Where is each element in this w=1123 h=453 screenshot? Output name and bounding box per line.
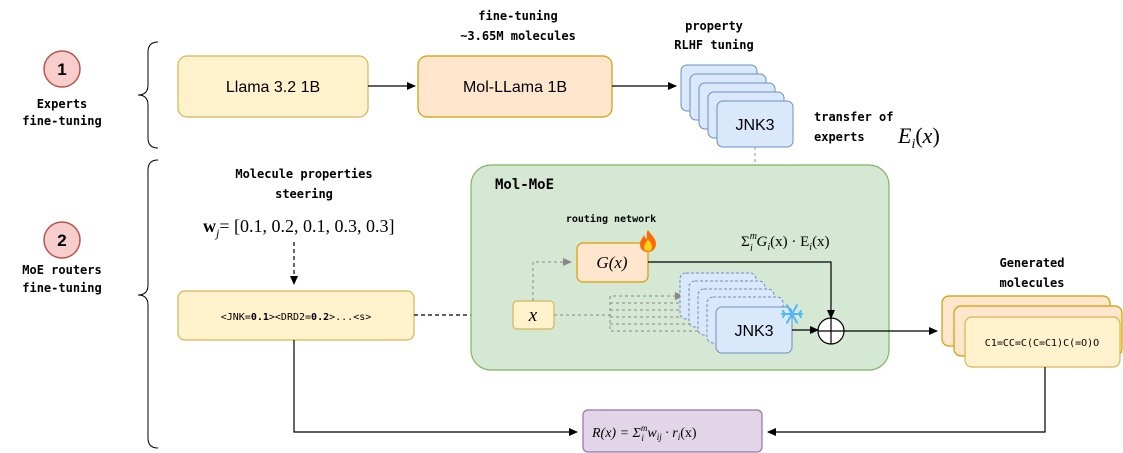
rlhf-label-line2: RLHF tuning — [674, 38, 753, 52]
stage1-badge: 1 — [43, 50, 81, 88]
arrow-x-to-gate — [532, 258, 572, 301]
reward-r-sub: i — [678, 432, 681, 442]
output-title-line2: molecules — [999, 276, 1064, 290]
prompt-part2: ><DRD2= — [269, 312, 311, 323]
prompt-box: <JNK=0.1><DRD2=0.2>...<s> — [177, 290, 415, 341]
llama-box: Llama 3.2 1B — [177, 55, 369, 118]
prompt-part3: >...<s> — [329, 312, 371, 323]
transfer-label-line1: transfer of — [814, 110, 893, 124]
stage1-brace — [137, 41, 159, 149]
steering-title-line1: Molecule properties — [235, 167, 372, 181]
mol-moe-title: Mol-MoE — [495, 177, 554, 193]
prompt-bold2: 0.2 — [311, 312, 329, 323]
finetune-label-line1: fine-tuning — [478, 9, 557, 23]
reward-sup: m — [641, 423, 648, 433]
reward-lhs: R(x) = Σ — [591, 426, 642, 441]
sum-e-sub: i — [809, 242, 812, 253]
llama-box-label: Llama 3.2 1B — [226, 79, 320, 96]
stage1-number: 1 — [57, 60, 66, 79]
expert-top-label: JNK3 — [735, 117, 774, 134]
gate-box-label: G(x) — [596, 253, 627, 272]
rlhf-label-line1: property — [685, 19, 743, 33]
sum-node — [817, 317, 845, 345]
input-x-node: x — [512, 300, 555, 330]
reward-w-sub: ij — [657, 432, 663, 442]
expert-stack-moe: JNK3 — [679, 272, 793, 354]
mol-llama-box: Mol-LLama 1B — [417, 55, 613, 118]
expert-stack-top: JNK3 — [680, 64, 794, 148]
stage1-label-line1: Experts — [37, 97, 88, 111]
finetune-label-line2: ~3.65M molecules — [460, 29, 576, 43]
stage2-brace — [137, 159, 159, 449]
output-smiles: C1=CC=C(C=C1)C(=O)O — [985, 338, 1099, 349]
stage2-label-line2: fine-tuning — [22, 281, 101, 295]
sum-sup: m — [750, 231, 757, 242]
sum-sigma: Σ — [741, 234, 750, 250]
routing-network-label: routing network — [566, 213, 656, 225]
arrow-output-to-reward — [767, 367, 1046, 436]
stage2-badge: 2 — [43, 221, 81, 259]
sum-mid: (x) · E — [770, 234, 809, 250]
reward-r: · r — [662, 426, 679, 441]
fire-icon — [640, 230, 656, 252]
sum-g: G — [753, 234, 768, 250]
expert-moe-label: JNK3 — [734, 323, 773, 340]
sum-sub: i — [750, 243, 753, 254]
reward-w: w — [644, 426, 658, 441]
mol-llama-box-label: Mol-LLama 1B — [463, 79, 567, 96]
stage1-label-line2: fine-tuning — [22, 114, 101, 128]
gate-box: G(x) — [576, 242, 649, 283]
steering-title-line2: steering — [275, 187, 333, 201]
weights-lhs: w — [203, 216, 216, 236]
prompt-text: <JNK=0.1><DRD2=0.2>...<s> — [221, 312, 372, 323]
weights-rhs: = [0.1, 0.2, 0.1, 0.3, 0.3] — [219, 216, 394, 236]
prompt-part1: <JNK= — [221, 312, 251, 323]
stage2-label-line1: MoE routers — [22, 263, 101, 277]
output-title-line1: Generated — [999, 256, 1064, 270]
output-stack: C1=CC=C(C=C1)C(=O)O — [941, 295, 1123, 368]
input-x-label: x — [528, 305, 538, 326]
sum-g-sub: i — [767, 242, 770, 253]
arrow-gate-to-sum — [648, 261, 835, 319]
prompt-bold1: 0.1 — [251, 312, 269, 323]
transfer-label-line2: experts — [814, 130, 865, 144]
sum-tail: (x) — [812, 234, 830, 250]
steering-weights: wj= [0.1, 0.2, 0.1, 0.3, 0.3] — [203, 216, 394, 240]
weights-sub: j — [214, 226, 220, 240]
reward-sub: i — [641, 433, 644, 443]
arrow-prompt-to-reward — [293, 340, 578, 436]
stage2-number: 2 — [57, 231, 66, 250]
snowflake-icon — [781, 304, 803, 324]
transfer-math: Ei(x) — [897, 123, 940, 152]
reward-tail: (x) — [680, 426, 697, 441]
